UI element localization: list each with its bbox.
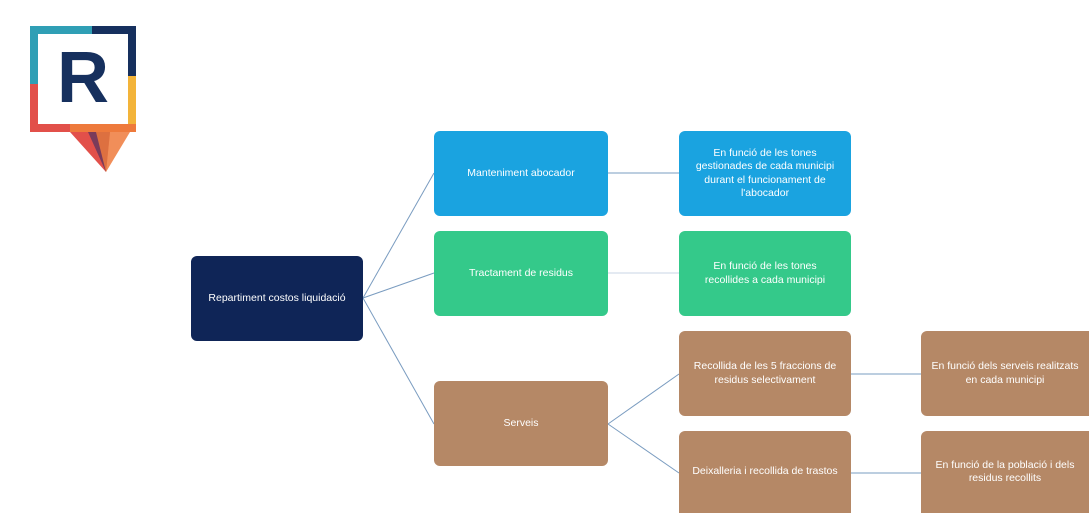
- logo-frame-bottom-left: [30, 124, 70, 132]
- node-tractament-desc: En funció de les tones recollides a cada…: [679, 231, 851, 316]
- node-deixalleria: Deixalleria i recollida de trastos: [679, 431, 851, 513]
- connector-serveis-deixalleria: [607, 423, 680, 474]
- node-manteniment-desc-label: En funció de les tones gestionades de ca…: [695, 147, 835, 199]
- node-deixalleria-desc: En funció de la població i dels residus …: [921, 431, 1089, 513]
- node-recollida: Recollida de les 5 fraccions de residus …: [679, 331, 851, 416]
- node-manteniment: Manteniment abocador: [434, 131, 608, 216]
- node-recollida-desc-label: En funció dels serveis realitzats en cad…: [931, 360, 1079, 386]
- node-tractament-label: Tractament de residus: [468, 266, 574, 279]
- node-root-label: Repartiment costos liquidació: [208, 291, 346, 304]
- node-serveis: Serveis: [434, 381, 608, 466]
- connector-root-tractament: [362, 272, 435, 299]
- logo-frame-left-bottom: [30, 84, 38, 132]
- logo-frame-right-bottom: [128, 76, 136, 132]
- node-manteniment-label: Manteniment abocador: [467, 166, 575, 179]
- node-serveis-label: Serveis: [503, 416, 539, 429]
- node-root: Repartiment costos liquidació: [191, 256, 363, 341]
- connector-root-serveis: [362, 297, 435, 425]
- node-manteniment-desc: En funció de les tones gestionades de ca…: [679, 131, 851, 216]
- node-deixalleria-desc-label: En funció de la població i dels residus …: [935, 458, 1075, 484]
- node-recollida-desc: En funció dels serveis realitzats en cad…: [921, 331, 1089, 416]
- logo-frame-right-top: [128, 26, 136, 76]
- node-tractament: Tractament de residus: [434, 231, 608, 316]
- logo-frame-left-top: [30, 26, 38, 84]
- logo-tail-orange: [96, 132, 130, 172]
- logo-frame-bottom-right: [70, 124, 136, 132]
- connector-root-manteniment: [362, 172, 435, 299]
- connector-serveis-recollida: [607, 373, 680, 425]
- logo-frame-top-right: [92, 26, 136, 34]
- logo-frame-top-left: [30, 26, 92, 34]
- node-deixalleria-label: Deixalleria i recollida de trastos: [692, 465, 838, 478]
- logo: R: [30, 26, 136, 172]
- logo-letter: R: [57, 38, 109, 118]
- node-recollida-label: Recollida de les 5 fraccions de residus …: [693, 360, 837, 386]
- node-tractament-desc-label: En funció de les tones recollides a cada…: [704, 260, 826, 286]
